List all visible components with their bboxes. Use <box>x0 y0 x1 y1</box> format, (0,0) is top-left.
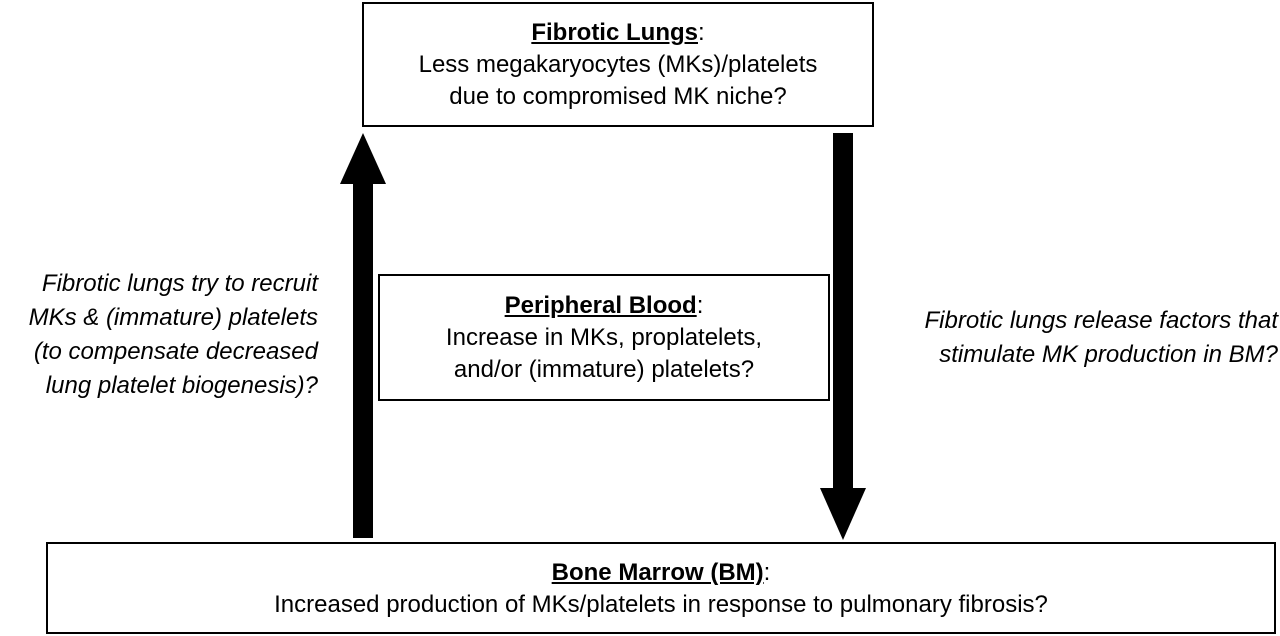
right-annotation-line-2: stimulate MK production in BM? <box>939 341 1278 368</box>
fibrotic-lungs-colon: : <box>697 19 705 46</box>
fibrotic-lungs-box: Fibrotic Lungs: Less megakaryocytes (MKs… <box>362 2 874 127</box>
left-annotation-line-4: lung platelet biogenesis)? <box>45 372 318 399</box>
right-annotation: Fibrotic lungs release factors that stim… <box>860 304 1279 372</box>
fibrotic-lungs-heading: Fibrotic Lungs: <box>364 17 872 49</box>
fibrotic-lungs-line-2: due to compromised MK niche? <box>449 83 787 110</box>
right-annotation-line-1: Fibrotic lungs release factors that <box>924 307 1279 334</box>
fibrotic-lungs-line-1: Less megakaryocytes (MKs)/platelets <box>418 51 818 78</box>
bone-marrow-line-1: Increased production of MKs/platelets in… <box>274 591 1048 618</box>
fibrotic-lungs-title: Fibrotic Lungs <box>531 19 698 46</box>
peripheral-blood-box: Peripheral Blood: Increase in MKs, propl… <box>378 274 830 401</box>
peripheral-blood-heading: Peripheral Blood: <box>380 290 828 322</box>
left-annotation-line-1: Fibrotic lungs try to recruit <box>41 270 318 297</box>
left-annotation: Fibrotic lungs try to recruit MKs & (imm… <box>0 267 318 403</box>
down-arrow <box>820 133 866 540</box>
peripheral-blood-line-1: Increase in MKs, proplatelets, <box>445 324 763 351</box>
peripheral-blood-title: Peripheral Blood <box>504 292 697 319</box>
up-arrow-head <box>340 133 386 184</box>
left-annotation-line-2: MKs & (immature) platelets <box>28 304 318 331</box>
peripheral-blood-colon: : <box>696 292 704 319</box>
bone-marrow-title: Bone Marrow (BM) <box>551 559 764 586</box>
up-arrow <box>340 133 386 538</box>
up-arrow-shaft <box>353 183 373 538</box>
left-annotation-line-3: (to compensate decreased <box>33 338 318 365</box>
peripheral-blood-line-2: and/or (immature) platelets? <box>453 356 755 383</box>
bone-marrow-colon: : <box>763 559 771 586</box>
down-arrow-shaft <box>833 133 853 491</box>
down-arrow-head <box>820 488 866 540</box>
bone-marrow-heading: Bone Marrow (BM): <box>48 557 1274 589</box>
bone-marrow-box: Bone Marrow (BM): Increased production o… <box>46 542 1276 634</box>
